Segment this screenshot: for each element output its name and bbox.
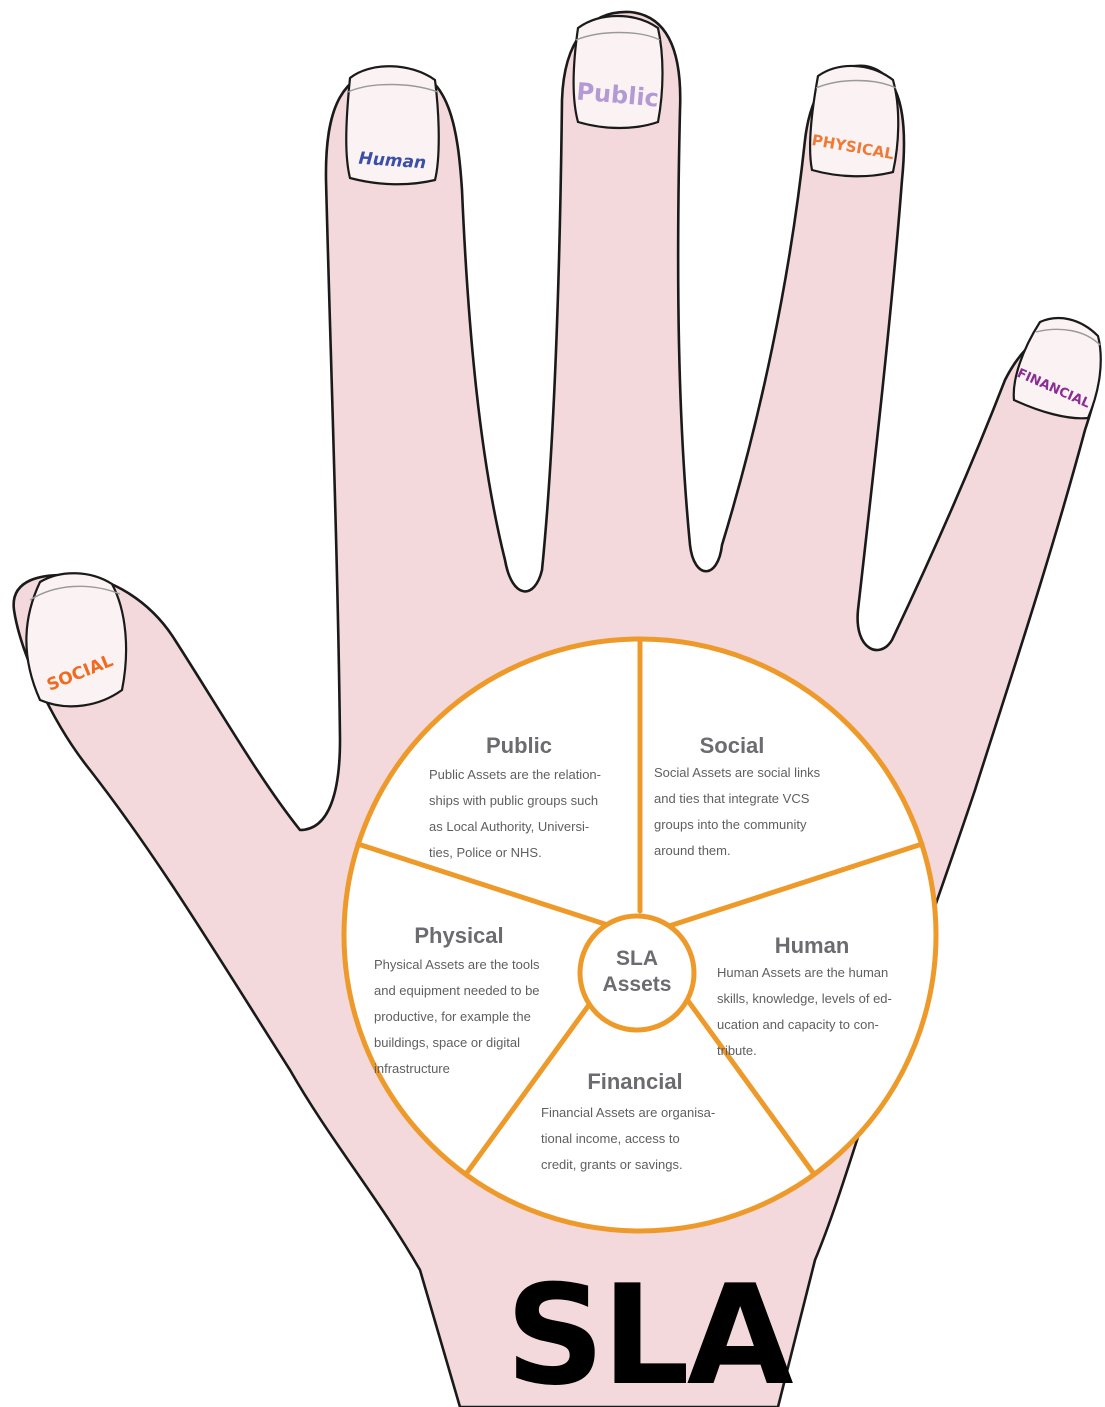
segment-line: tribute.	[717, 1043, 757, 1058]
segment-line: Physical Assets are the tools	[374, 957, 540, 972]
segment-line: ships with public groups such	[429, 793, 598, 808]
nail-human: Human	[346, 66, 439, 184]
segment-line: Financial Assets are organisa-	[541, 1105, 715, 1120]
segment-line: skills, knowledge, levels of ed-	[717, 991, 892, 1006]
segment-line: Public Assets are the relation-	[429, 767, 601, 782]
nail-financial: FINANCIAL	[1014, 318, 1101, 418]
segment-title: Financial	[587, 1069, 682, 1094]
segment-line: productive, for example the	[374, 1009, 531, 1024]
segment-line: buildings, space or digital	[374, 1035, 520, 1050]
segment-line: groups into the community	[654, 817, 807, 832]
segment-line: ties, Police or NHS.	[429, 845, 542, 860]
segment-title: Public	[486, 733, 552, 758]
segment-line: and ties that integrate VCS	[654, 791, 810, 806]
nail-physical: PHYSICAL	[810, 66, 898, 176]
segment-title: Physical	[414, 923, 503, 948]
segment-line: infrastructure	[374, 1061, 450, 1076]
sla-title: SLA	[505, 1255, 793, 1407]
segment-line: Human Assets are the human	[717, 965, 888, 980]
segment-line: credit, grants or savings.	[541, 1157, 683, 1172]
hub-label-line1: SLA	[616, 947, 658, 970]
segment-line: around them.	[654, 843, 731, 858]
segment-line: ucation and capacity to con-	[717, 1017, 879, 1032]
segment-line: and equipment needed to be	[374, 983, 540, 998]
segment-line: tional income, access to	[541, 1131, 680, 1146]
nail-public: Public	[574, 16, 663, 128]
nail-social: SOCIAL	[27, 573, 127, 706]
segment-title: Social	[700, 733, 765, 758]
assets-wheel: SLA Assets Public Public Assets are the …	[344, 639, 936, 1231]
hub-label-line2: Assets	[603, 973, 672, 996]
segment-title: Human	[775, 933, 850, 958]
segment-line: as Local Authority, Universi-	[429, 819, 589, 834]
segment-line: Social Assets are social links	[654, 765, 821, 780]
